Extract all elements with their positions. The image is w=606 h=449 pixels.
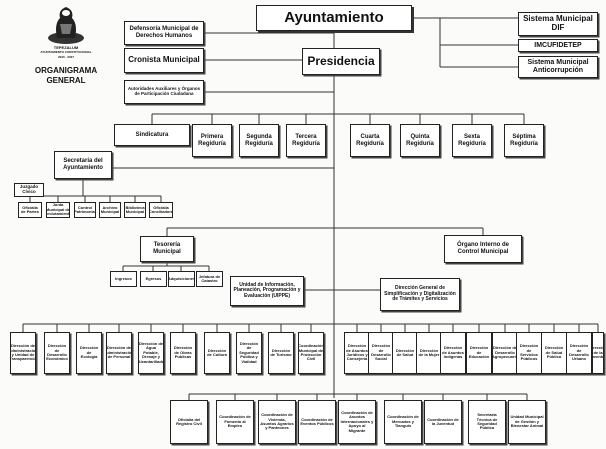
regiduria-box: Primera Regiduría (192, 124, 232, 157)
secretaria-subunit-box: Oficialía Conciliadora (149, 202, 173, 218)
regiduria-box: Sexta Regiduría (452, 124, 492, 157)
coordinacion-box: Unidad Municipal de Gestión y Bienestar … (508, 400, 546, 444)
regiduria-box: Quinta Regiduría (400, 124, 440, 157)
direccion-box: Dirección de Obras Públicas (170, 332, 196, 374)
coordinacion-box: Coordinación de Fomento al Empleo (216, 400, 254, 444)
coordinacion-box: Coordinación de Asuntos Internacionales … (338, 400, 376, 444)
defensoria-box: Defensoría Municipal de Derechos Humanos (124, 21, 204, 45)
direccion-box: Dirección de Salud Pública (541, 332, 567, 374)
tesoreria-subunit-box: Adquisiciones (168, 271, 195, 287)
autoridades-box: Autoridades Auxiliares y Órganos de Part… (124, 80, 204, 104)
direccion-box: Dirección de Asuntos Indígenas (440, 332, 466, 374)
ayuntamiento-box: Ayuntamiento (256, 5, 412, 31)
anticorrupcion-box: Sistema Municipal Anticorrupción (518, 56, 598, 78)
tesoreria-subunit-box: Jefatura de Catastro (196, 271, 223, 287)
uippe-box: Unidad de Información, Planeación, Progr… (230, 276, 304, 306)
regiduria-box: Segunda Regiduría (239, 124, 279, 157)
direccion-box: Dirección de Turismo (268, 332, 294, 374)
municipal-seal-icon (48, 7, 84, 44)
direccion-box: Dirección de Agua Potable, Drenaje y Alc… (138, 332, 164, 374)
organo-interno-box: Órgano Interno de Control Municipal (444, 235, 522, 263)
direccion-box: Dirección de Desarrollo Social (368, 332, 394, 374)
cronista-box: Cronista Municipal (124, 48, 204, 73)
direccion-box: Dirección de Cultura (204, 332, 230, 374)
direccion-box: Dirección de Asuntos Jurídicos y Conseje… (344, 332, 370, 374)
regiduria-box: Séptima Regiduría (504, 124, 544, 157)
tesoreria-box: Tesorería Municipal (140, 236, 194, 262)
direccion-box: Dirección de Salud (392, 332, 418, 374)
juzgado-box: Juzgado Cívico (14, 183, 44, 197)
direccion-box: Dirección de la Mujer (416, 332, 442, 374)
imcufidetep-box: IMCUFIDETEP (518, 39, 598, 52)
direccion-box: Dirección de la Juventud (592, 332, 604, 374)
tesoreria-subunit-box: Egresos (140, 271, 167, 287)
coordinacion-box: Coordinación de la Juventud (424, 400, 462, 444)
logo-term: 2020 - 2027 (57, 55, 74, 59)
logo-title-line2: GENERAL (46, 76, 86, 85)
secretaria-subunit-box: Archivo Municipal (99, 202, 121, 218)
tesoreria-subunit-box: Ingresos (110, 271, 137, 287)
direccion-box: Dirección de Desarrollo Urbano (566, 332, 592, 374)
secretaria-box: Secretaría del Ayuntamiento (54, 151, 112, 179)
secretaria-subunit-box: Control Patrimonial (74, 202, 96, 218)
direccion-box: Dirección de Desarrollo Económico (44, 332, 70, 374)
regiduria-box: Cuarta Regiduría (350, 124, 390, 157)
gobierno-digital-box: Dirección General de Simplificación y Di… (380, 278, 460, 311)
direccion-box: Dirección de Ecología (76, 332, 102, 374)
sindicatura-box: Sindicatura (114, 124, 190, 146)
direccion-box: Dirección de Servicios Públicos (516, 332, 542, 374)
direccion-box: Dirección de Administración y Unidad de … (10, 332, 36, 374)
secretaria-subunit-box: Biblioteca Municipal (124, 202, 146, 218)
dif-box: Sistema Municipal DIF (518, 12, 598, 36)
secretaria-subunit-box: Junta Municipal de Reclutamiento (46, 202, 70, 218)
logo-brand: TEPEZALUM (53, 45, 79, 50)
logo-tagline: AYUNTAMIENTO CONSTITUCIONAL (40, 50, 92, 54)
coordinacion-box: Coordinación de Eventos Públicos (298, 400, 336, 444)
logo-title-line1: ORGANIGRAMA (34, 66, 98, 75)
coordinacion-box: Coordinación de Vivienda, Asuntos Agrari… (258, 400, 296, 444)
direccion-box: Dirección de Seguridad Pública y Vialida… (236, 332, 262, 374)
presidencia-box: Presidencia (302, 48, 380, 75)
direccion-box: Dirección de Desarrollo Agropecuario (492, 332, 518, 374)
coordinacion-box: Oficialía del Registro Civil (170, 400, 208, 444)
regiduria-box: Tercera Regiduría (286, 124, 326, 157)
coordinacion-box: Coordinación de Mercados y Tianguis (384, 400, 422, 444)
direccion-box: Dirección de Educación (466, 332, 492, 374)
direccion-box: Dirección de Administración de Personal (106, 332, 132, 374)
direccion-box: Coordinación Municipal de Protección Civ… (298, 332, 324, 374)
secretaria-subunit-box: Oficialía de Partes (18, 202, 42, 218)
coordinacion-box: Secretaría Técnica de Seguridad Pública (468, 400, 506, 444)
